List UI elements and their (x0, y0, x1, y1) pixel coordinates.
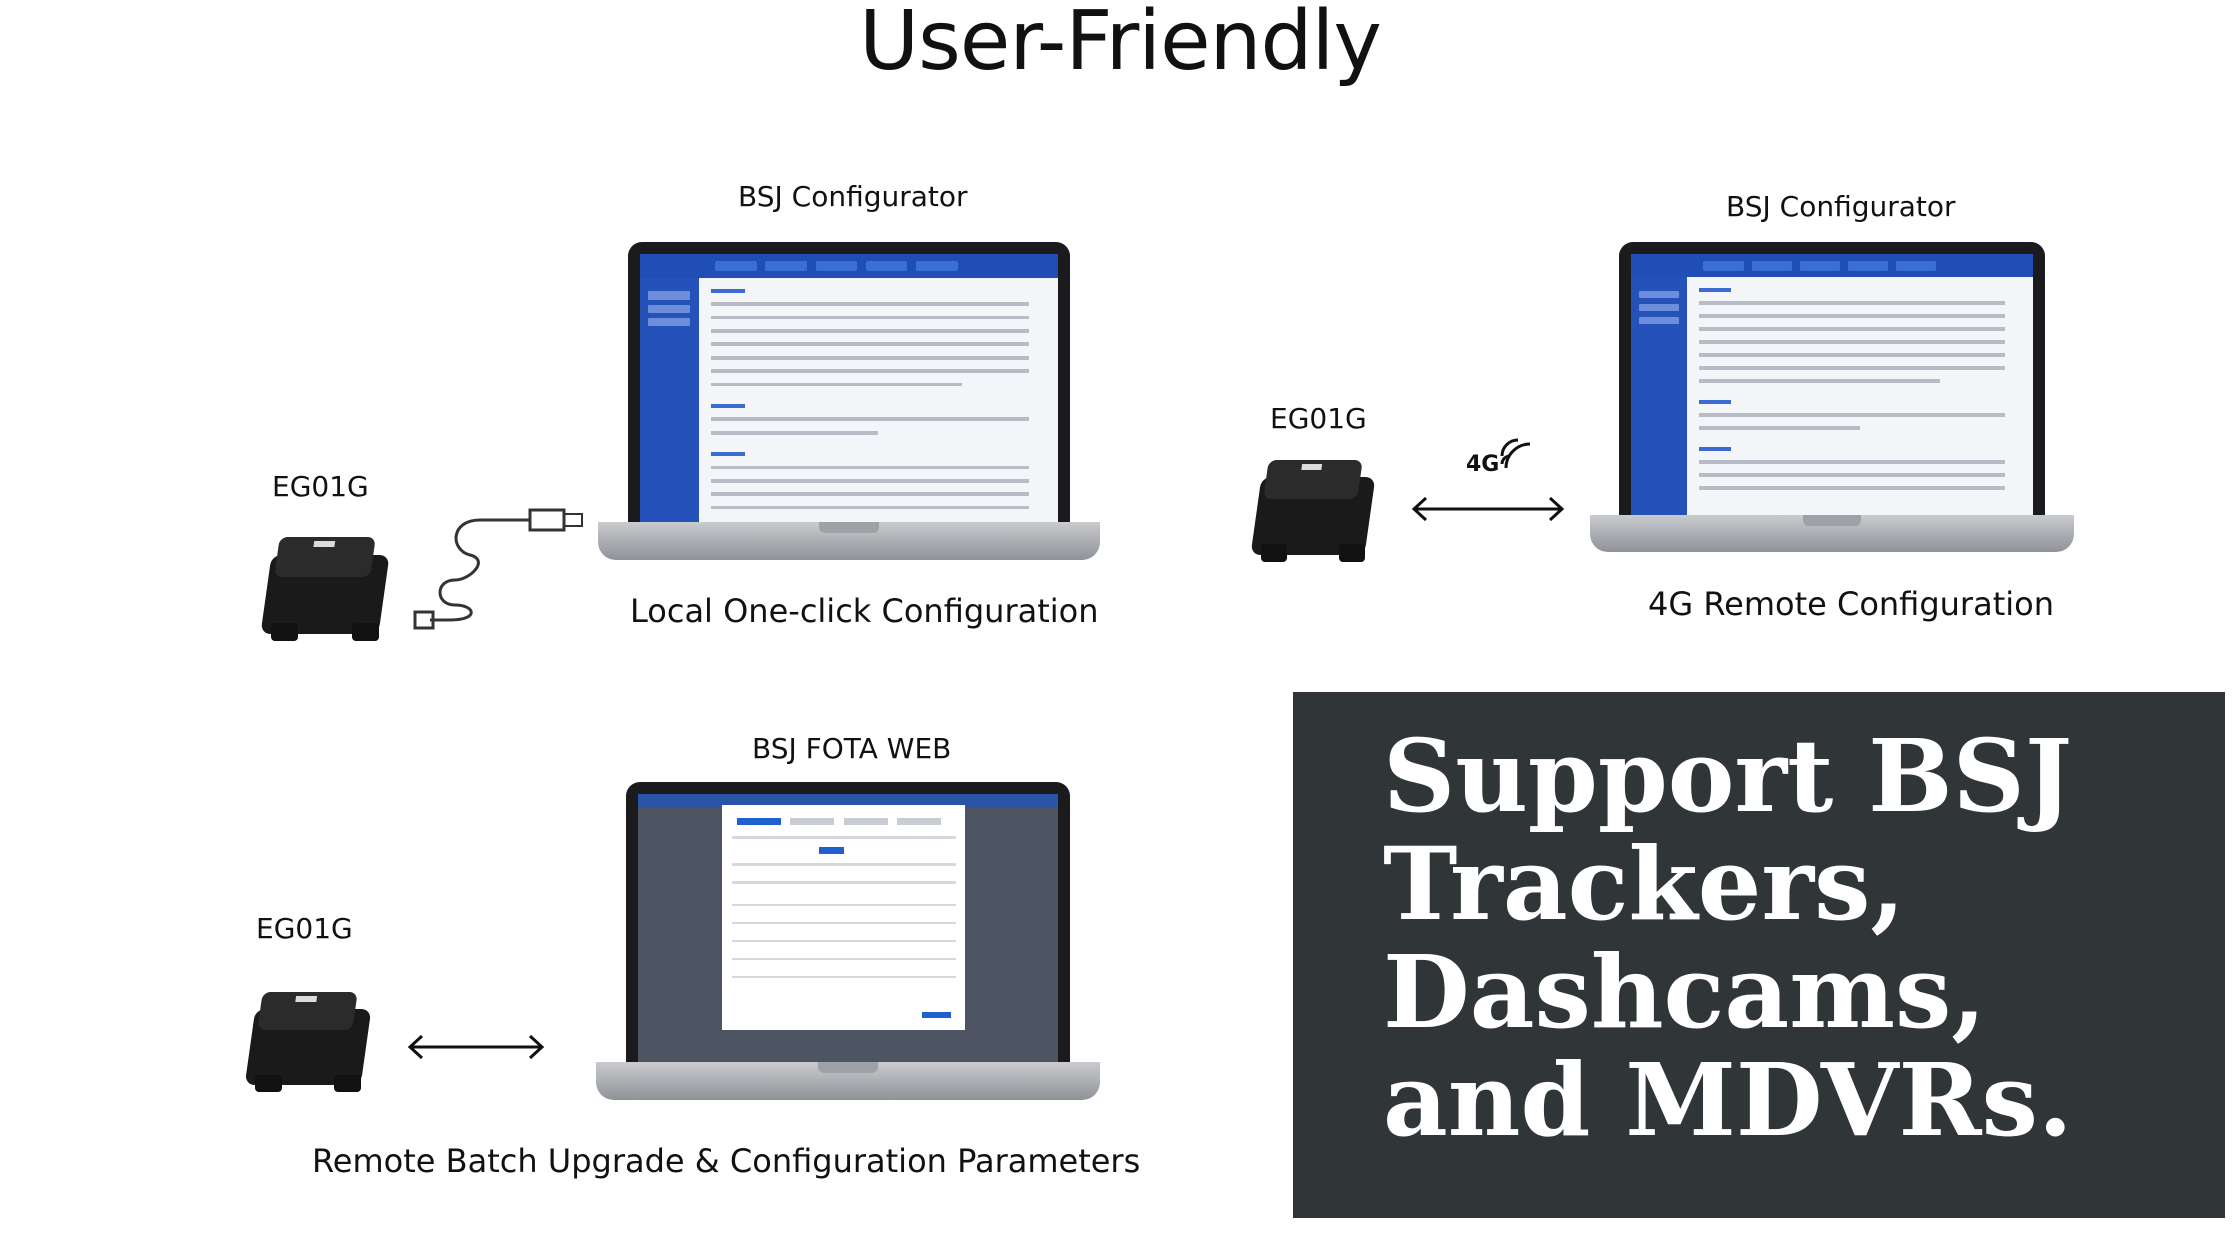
fota-device-label: EG01G (256, 912, 353, 945)
network-4g-label: 4G (1466, 452, 1500, 477)
fota-caption: Remote Batch Upgrade & Configuration Par… (312, 1142, 1141, 1180)
remote-laptop (1590, 242, 2074, 552)
fota-app-label: BSJ FOTA WEB (752, 732, 952, 765)
remote-app-label: BSJ Configurator (1726, 190, 1956, 223)
double-arrow-icon (1411, 496, 1565, 522)
signal-waves-icon (1500, 438, 1531, 469)
promo-text: Support BSJ Trackers, Dashcams, and MDVR… (1383, 717, 2073, 1159)
configurator-screen (1631, 254, 2033, 515)
usb-cable-icon (413, 508, 583, 630)
promo-box: Support BSJ Trackers, Dashcams, and MDVR… (1293, 692, 2225, 1218)
double-arrow-icon (407, 1034, 545, 1060)
fota-laptop (596, 782, 1100, 1100)
local-device-label: EG01G (272, 470, 369, 503)
eg01g-device-icon (242, 990, 374, 1096)
remote-caption: 4G Remote Configuration (1648, 585, 2054, 623)
eg01g-device-icon (1248, 458, 1378, 566)
page-title: User-Friendly (859, 0, 1382, 89)
eg01g-device-icon (258, 535, 392, 645)
remote-device-label: EG01G (1270, 402, 1367, 435)
local-app-label: BSJ Configurator (738, 180, 968, 213)
local-caption: Local One-click Configuration (630, 592, 1099, 630)
configurator-screen (640, 254, 1058, 522)
local-laptop (598, 242, 1100, 560)
fota-screen (638, 794, 1058, 1062)
